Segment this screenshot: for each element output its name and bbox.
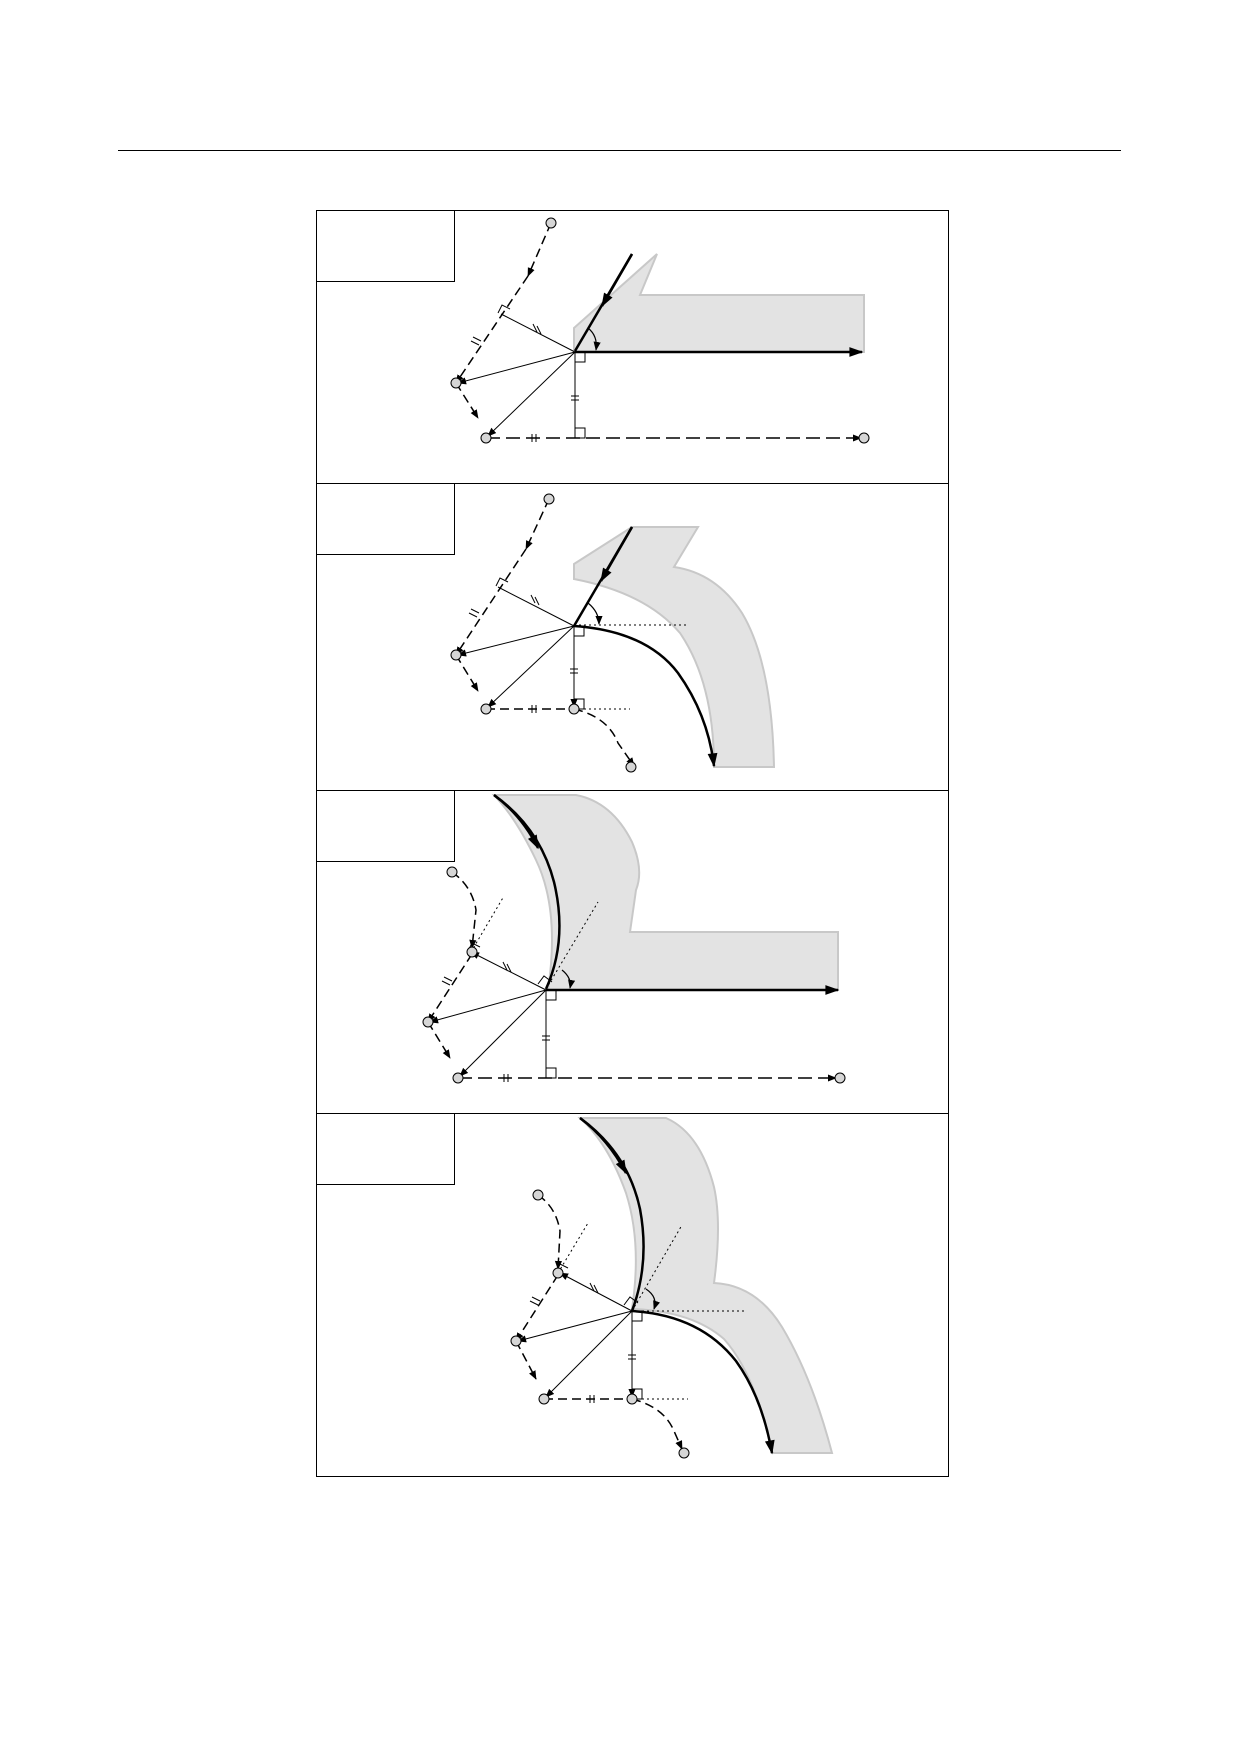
programmed-arc-out [573, 624, 718, 768]
corner-angle-arc [587, 327, 601, 351]
programmed-path-in-arrow [599, 526, 634, 583]
offset-vector-2 [545, 1310, 633, 1398]
offset-vector-1 [457, 625, 575, 657]
offset-path-3 [515, 1340, 537, 1380]
programmed-arc-in-arrow [493, 794, 540, 850]
right-angle-mark-2 [631, 1310, 643, 1322]
corner-angle-arc [561, 969, 576, 989]
workpiece-shaded-region [573, 526, 776, 768]
offset-perp-1 [500, 313, 576, 353]
path-points [510, 1189, 690, 1459]
path-points [450, 217, 870, 444]
tangent-dotted-1 [545, 901, 599, 990]
right-angle-mark-1 [497, 304, 511, 314]
offset-path-2 [515, 1274, 559, 1342]
tangent-dotted-2 [470, 895, 505, 953]
panel-label-box [316, 1113, 455, 1185]
offset-vector-2 [487, 625, 575, 708]
offset-arc-in [451, 871, 477, 949]
offset-path-2 [455, 548, 527, 656]
offset-path-3 [455, 382, 479, 419]
offset-arc-out [573, 708, 635, 767]
workpiece-shaded-region [491, 794, 839, 991]
equal-length-ticks [468, 594, 578, 713]
panel-1 [316, 210, 949, 484]
right-angle-mark-4 [623, 1296, 639, 1306]
corner-angle-arc [645, 1288, 660, 1310]
right-angle-mark-3 [545, 1067, 557, 1079]
equal-length-ticks [441, 961, 550, 1082]
right-angle-mark-1 [495, 577, 509, 587]
header-rule [118, 150, 1121, 151]
panel-label-box [316, 790, 455, 862]
panel-label-box [316, 483, 455, 555]
offset-perp-1 [470, 951, 547, 991]
right-angle-mark-2 [573, 625, 585, 637]
right-angle-mark-2 [574, 427, 586, 439]
right-angle-mark-2 [545, 989, 557, 1001]
programmed-path-in-arrow [600, 253, 634, 308]
programmed-arc-in-arrow [579, 1117, 628, 1175]
path-points [422, 866, 846, 1084]
offset-arc-in [537, 1194, 563, 1270]
offset-path-2 [455, 275, 529, 384]
offset-vector-2 [459, 989, 547, 1077]
panel-2 [316, 483, 949, 791]
offset-vector-1 [429, 989, 547, 1024]
right-angle-mark-3 [574, 351, 586, 363]
offset-path-3 [455, 654, 479, 692]
offset-vector-1 [457, 351, 576, 385]
path-points [450, 493, 637, 773]
panel-4 [316, 1113, 949, 1477]
tangent-dotted-1 [631, 1224, 683, 1312]
offset-perp-1 [559, 1272, 633, 1312]
workpiece-shaded-region [577, 1117, 834, 1454]
offset-path-1 [527, 222, 552, 277]
offset-perp-1 [497, 586, 575, 627]
offset-vector-2 [487, 351, 576, 437]
workpiece-shaded-region [573, 253, 865, 353]
right-angle-mark-4 [537, 975, 553, 985]
corner-angle-arc [587, 602, 603, 625]
panel-3 [316, 790, 949, 1114]
offset-arc-out [631, 1398, 683, 1450]
equal-length-ticks [529, 1282, 636, 1403]
offset-path-1 [525, 498, 550, 550]
offset-vector-1 [517, 1310, 633, 1343]
programmed-arc-out [631, 1309, 775, 1455]
equal-length-ticks [470, 323, 579, 442]
offset-path-3 [427, 1021, 451, 1059]
panel-label-box [316, 210, 455, 282]
